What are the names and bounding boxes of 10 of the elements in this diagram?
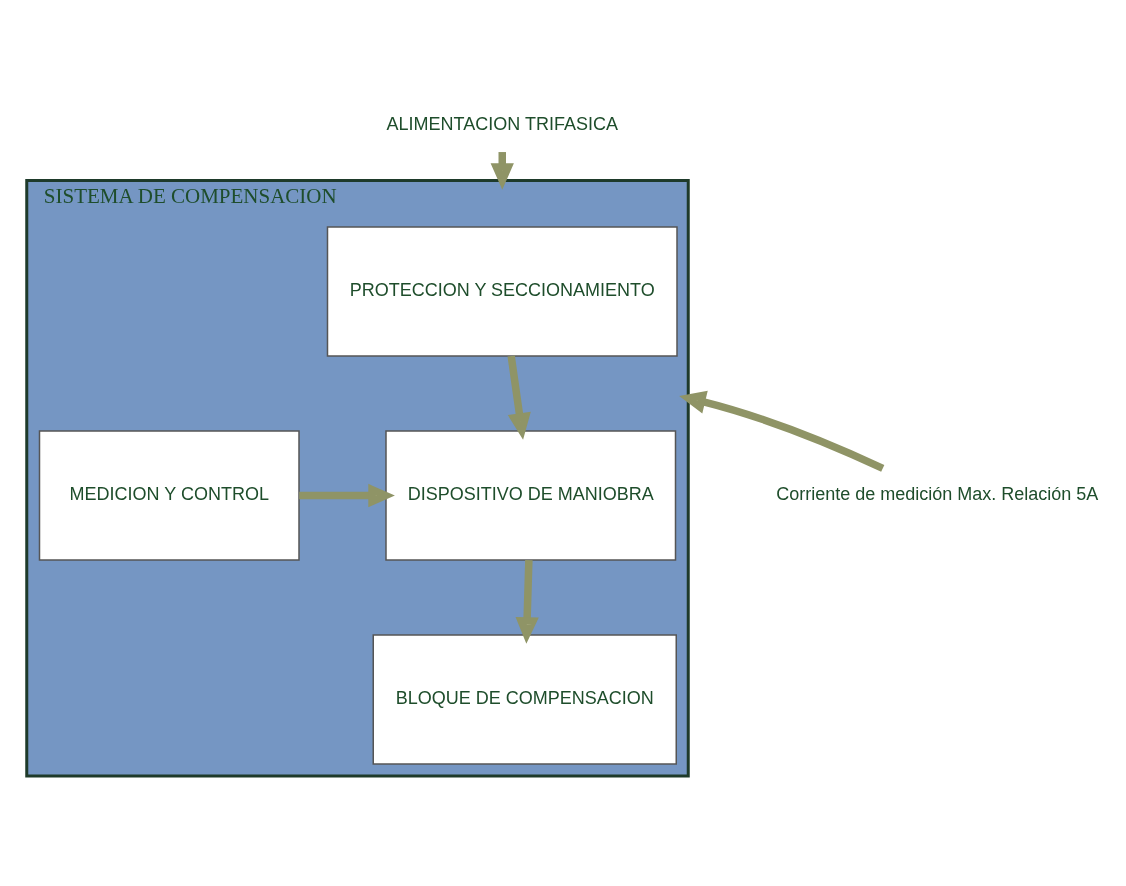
node-text: ALIMENTACION TRIFASICA (386, 113, 618, 134)
arrow (299, 483, 395, 508)
node-box: PROTECCION Y SECCIONAMIENTO (326, 226, 678, 357)
node-box: MEDICION Y CONTROL (38, 430, 300, 561)
arrow (515, 559, 539, 644)
node-box: BLOQUE DE COMPENSACION (372, 634, 677, 765)
node-box: DISPOSITIVO DE MANIOBRA (385, 430, 677, 561)
arrow (507, 355, 531, 440)
arrow (679, 390, 885, 472)
node-text: Corriente de medición Max. Relación 5A (776, 484, 1099, 505)
